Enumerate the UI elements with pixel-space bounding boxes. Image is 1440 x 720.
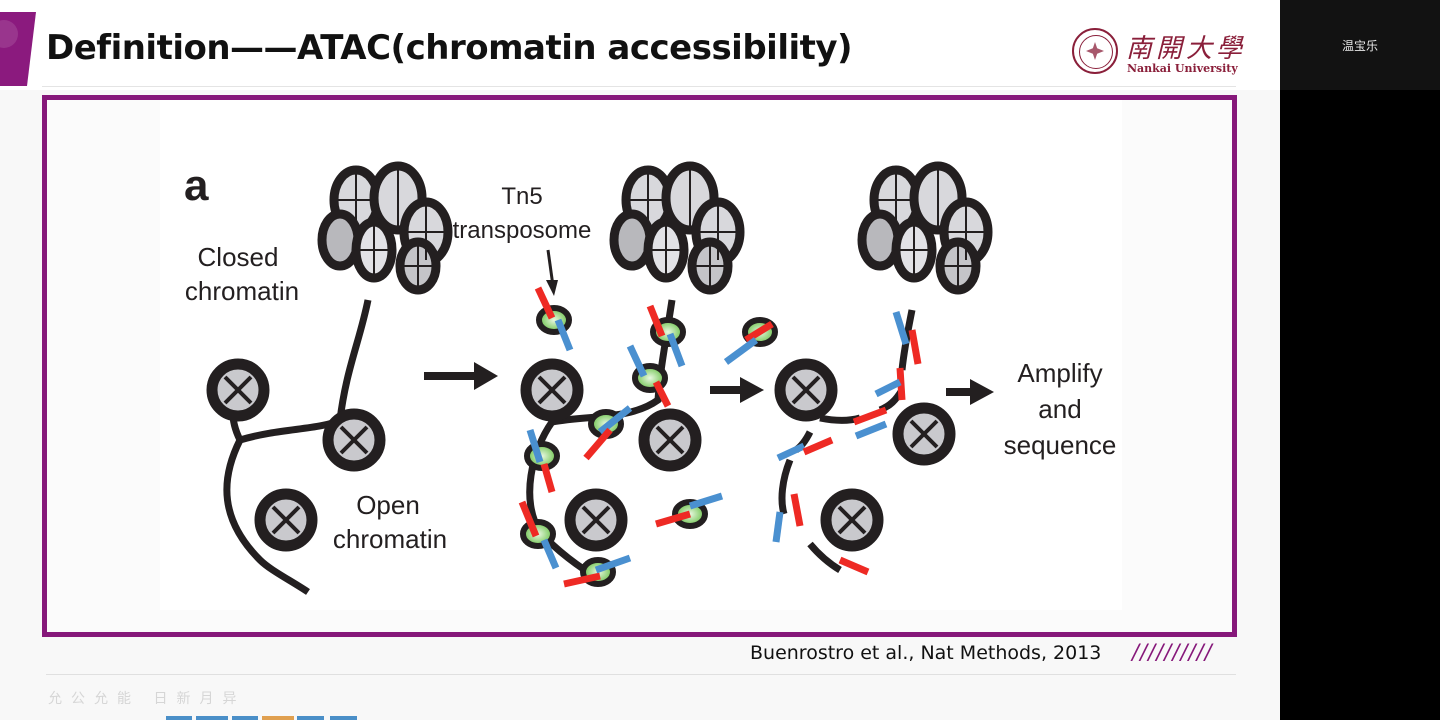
university-seal-icon — [1072, 28, 1118, 74]
closed-chromatin-label-2: chromatin — [185, 276, 299, 306]
nankai-university-logo: 南開大學 Nankai University — [1072, 28, 1242, 78]
footer-color-block — [297, 716, 324, 720]
dna-fragment — [778, 458, 794, 515]
footer-color-block — [262, 716, 294, 720]
footer-color-block — [166, 716, 192, 720]
arrow-icon — [946, 379, 994, 405]
adapters — [518, 286, 774, 588]
arrow-icon — [710, 377, 764, 403]
closed-chromatin-cluster — [614, 166, 740, 290]
title-divider — [42, 86, 1236, 87]
slash-decoration: ////////// — [1132, 640, 1213, 664]
logo-english-name: Nankai University — [1127, 62, 1238, 75]
nucleosome — [570, 494, 622, 546]
logo-chinese-name: 南開大學 — [1126, 34, 1247, 64]
presentation-slide: Definition——ATAC(chromatin accessibility… — [0, 0, 1280, 720]
closed-chromatin-label-1: Closed — [198, 242, 279, 272]
slide-title: Definition——ATAC(chromatin accessibility… — [46, 28, 853, 68]
stage-3-tagmented-dna — [772, 166, 988, 576]
tn5-label-2: transposome — [453, 217, 592, 244]
tn5-transposome — [527, 444, 557, 468]
nucleosome — [212, 364, 264, 416]
nucleosome — [260, 494, 312, 546]
dna-strand — [223, 299, 372, 595]
nucleosome — [526, 364, 578, 416]
atac-diagram: a Closed chromatin Open chromatin — [184, 161, 1117, 595]
dna-fragment — [807, 541, 842, 574]
pointer-arrow-icon — [546, 249, 558, 296]
arrow-icon — [424, 362, 498, 390]
nucleosome — [644, 414, 696, 466]
closed-chromatin-cluster — [862, 166, 988, 290]
amplify-label-2: and — [1038, 394, 1081, 424]
stage-2-tn5-binding — [518, 166, 775, 588]
closed-chromatin-cluster — [322, 166, 448, 290]
footer-divider — [46, 674, 1236, 675]
footer-color-block — [232, 716, 258, 720]
amplify-label-3: sequence — [1004, 430, 1117, 460]
panel-label: a — [184, 161, 209, 210]
stage-1-chromatin — [212, 166, 448, 595]
accent-tab-decoration — [0, 12, 36, 86]
citation: Buenrostro et al., Nat Methods, 2013 — [750, 642, 1102, 664]
nucleosome — [780, 364, 832, 416]
open-chromatin-label-2: chromatin — [333, 524, 447, 554]
open-chromatin-label-1: Open — [356, 490, 420, 520]
nucleosome — [328, 414, 380, 466]
slide-header: Definition——ATAC(chromatin accessibility… — [0, 0, 1280, 90]
adapters — [772, 310, 922, 576]
atac-seq-figure: a Closed chromatin Open chromatin — [160, 100, 1122, 610]
university-motto: 允公允能 日新月异 — [48, 691, 246, 707]
footer-color-block — [330, 716, 357, 720]
participant-name: 温宝乐 — [1341, 39, 1378, 53]
nucleosome — [898, 408, 950, 460]
participant-video-tile[interactable]: 温宝乐 — [1280, 0, 1440, 90]
nucleosome — [826, 494, 878, 546]
footer-color-block — [196, 716, 228, 720]
figure-frame: a Closed chromatin Open chromatin — [42, 95, 1237, 637]
amplify-label-1: Amplify — [1017, 358, 1102, 388]
tn5-label-1: Tn5 — [501, 183, 542, 210]
